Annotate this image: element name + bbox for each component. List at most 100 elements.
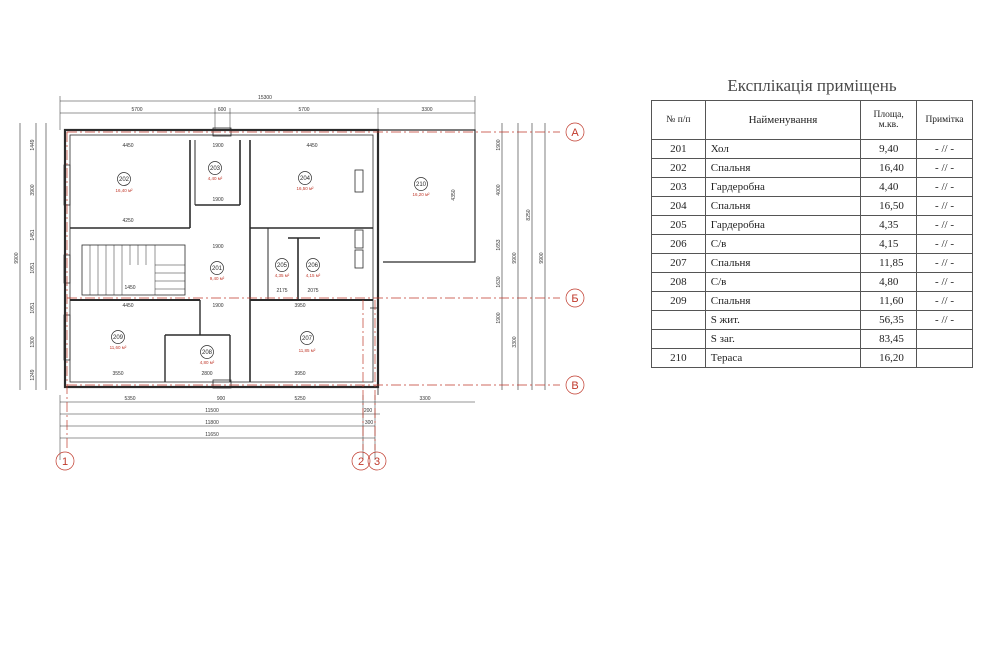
- row-number: 209: [651, 291, 706, 311]
- dim-inner-8: 4450: [122, 303, 133, 309]
- dim-right-8: 1900: [496, 312, 502, 323]
- dim-inner-11: 3950: [294, 371, 305, 377]
- row-number: 206: [651, 234, 706, 254]
- row-name: Хол: [704, 139, 862, 159]
- axis-marker-b: [565, 288, 585, 308]
- dim-bottom-5: 200: [364, 408, 373, 414]
- row-note: - // -: [916, 158, 973, 178]
- dim-right-10: 8250: [526, 209, 532, 220]
- room-209-area: 11,60 м²: [110, 345, 127, 350]
- room-210-num: 210: [416, 182, 427, 188]
- dim-bottom-6: 300: [365, 420, 374, 426]
- dim-left-4: 1051: [30, 262, 36, 273]
- dim-top-1: 5700: [131, 107, 142, 113]
- row-note: - // -: [916, 272, 973, 292]
- row-number: 204: [651, 196, 706, 216]
- room-202-num: 202: [119, 177, 130, 183]
- dim-right-4: 1653: [496, 239, 502, 250]
- row-note: - // -: [916, 177, 973, 197]
- room-207-num: 207: [302, 336, 313, 342]
- dim-inner-1: 4450: [122, 143, 133, 149]
- dim-right-9: 3300: [512, 336, 518, 347]
- row-name: Тераса: [704, 348, 862, 368]
- room-208-area: 4,80 м²: [200, 360, 215, 365]
- room-205-num: 205: [277, 263, 288, 269]
- row-name: Спальня: [704, 158, 862, 178]
- dim-overall-bottom-1: 11500: [205, 408, 219, 414]
- row-name: Гардеробна: [704, 177, 862, 197]
- dim-bottom-2: 900: [217, 396, 226, 402]
- dim-left-3: 1451: [30, 229, 36, 240]
- dim-inner-17: 1450: [124, 285, 135, 291]
- header-note: Примітка: [916, 100, 973, 140]
- row-area: 16,40: [860, 158, 918, 178]
- dim-left-2: 3900: [30, 184, 36, 195]
- axis-marker-3: [367, 451, 387, 471]
- axis-label-2: 2: [358, 456, 364, 468]
- dim-left-7: 1249: [30, 369, 36, 380]
- row-number: 201: [651, 139, 706, 159]
- row-note: - // -: [916, 234, 973, 254]
- row-note: - // -: [916, 310, 973, 330]
- header-area: Площа, м.кв.: [860, 100, 918, 140]
- room-209-num: 209: [113, 335, 124, 341]
- dim-inner-7: 1900: [212, 244, 223, 250]
- dim-inner-9: 3550: [112, 371, 123, 377]
- dim-inner-14: 2075: [307, 288, 318, 294]
- axis-label-a: А: [571, 127, 579, 139]
- row-number: 205: [651, 215, 706, 235]
- dim-inner-15: 1900: [212, 303, 223, 309]
- dim-bottom-3: 5250: [294, 396, 305, 402]
- dim-right-1: 1900: [496, 139, 502, 150]
- dim-right-total: 9900: [539, 252, 545, 263]
- room-202-area: 16,40 м²: [115, 188, 133, 193]
- row-area: 4,40: [860, 177, 918, 197]
- axis-label-3: 3: [374, 456, 380, 468]
- dim-bottom-4: 3300: [419, 396, 430, 402]
- room-208-num: 208: [202, 350, 213, 356]
- room-206-area: 4,15 м²: [306, 273, 321, 278]
- row-note: - // -: [916, 196, 973, 216]
- row-area: 56,35: [860, 310, 918, 330]
- row-number: 208: [651, 272, 706, 292]
- row-area: 4,80: [860, 272, 918, 292]
- axis-marker-1: [55, 451, 75, 471]
- row-name: Спальня: [704, 291, 862, 311]
- row-area: 16,20: [860, 348, 918, 368]
- dim-top-3: 5700: [298, 107, 309, 113]
- dim-inner-3: 4450: [306, 143, 317, 149]
- header-name: Найменування: [704, 100, 862, 140]
- row-name: S жит.: [704, 310, 862, 330]
- row-area: 11,85: [860, 253, 918, 273]
- row-area: 4,35: [860, 215, 918, 235]
- dim-left-total: 9900: [14, 252, 20, 263]
- row-number: 202: [651, 158, 706, 178]
- dim-inner-13: 2175: [276, 288, 287, 294]
- row-area: 83,45: [860, 329, 918, 349]
- explication-table: № п/п Найменування Площа, м.кв. Примітка…: [651, 100, 973, 368]
- header-number: № п/п: [651, 100, 706, 140]
- table-row: S жит.56,35- // -: [651, 310, 973, 330]
- row-number: [651, 310, 706, 330]
- row-area: 4,15: [860, 234, 918, 254]
- room-203-num: 203: [210, 166, 221, 172]
- row-name: Гардеробна: [704, 215, 862, 235]
- row-note: [916, 329, 973, 349]
- row-number: [651, 329, 706, 349]
- axis-marker-2: [351, 451, 371, 471]
- dim-left-6: 1300: [30, 336, 36, 347]
- row-note: - // -: [916, 291, 973, 311]
- dim-inner-2: 4250: [122, 218, 133, 224]
- dim-right-2: 4000: [496, 184, 502, 195]
- row-name: С/в: [704, 272, 862, 292]
- axis-label-v: В: [571, 380, 578, 392]
- row-number: 203: [651, 177, 706, 197]
- table-row: S заг.83,45: [651, 329, 973, 349]
